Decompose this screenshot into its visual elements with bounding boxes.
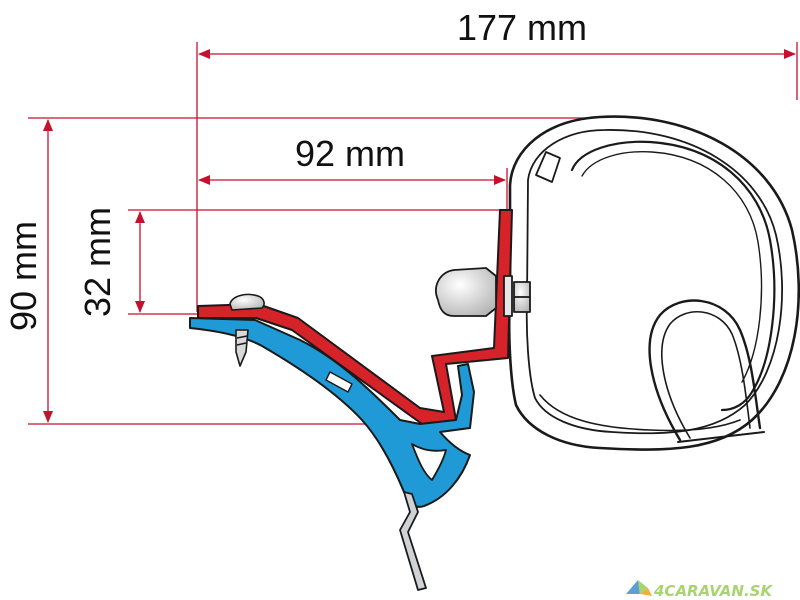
bolt-cap-nut: [435, 267, 497, 317]
watermark-text: 4CARAVAN.SK: [653, 582, 773, 600]
awning-front-cover-inner: [581, 151, 763, 383]
awning-lower-lip: [539, 394, 741, 432]
awning-cassette: [507, 115, 800, 451]
awning-roller-bar: [677, 431, 765, 443]
blue-adapter-body: [189, 317, 475, 508]
adapter-flange: [399, 491, 427, 591]
blue-adapter-notch: [325, 371, 353, 393]
dim-height-total-label: 90 mm: [3, 221, 44, 331]
blue-adapter-slot: [411, 443, 447, 481]
awning-rear-clip: [535, 151, 561, 183]
awning-front-cover: [570, 140, 776, 412]
dim-width-total-label: 177 mm: [457, 7, 587, 48]
blue-adapter: [189, 317, 475, 591]
watermark-logo-icon: [626, 580, 652, 596]
awning-outer-shell: [507, 115, 800, 451]
awning-roller-loop-inner: [661, 311, 751, 439]
dim-width-bracket-label: 92 mm: [295, 133, 405, 174]
red-bracket-profile: [197, 209, 513, 425]
awning-inner-shell: [525, 129, 783, 435]
dimension-lines: [28, 42, 798, 425]
bolt: [435, 267, 531, 317]
dim-height-bracket-label: 32 mm: [77, 207, 118, 317]
screw-shank: [235, 329, 249, 367]
screw: [229, 293, 265, 367]
screw-head: [229, 293, 265, 311]
watermark: 4CARAVAN.SK: [626, 580, 773, 600]
awning-roller-loop: [648, 299, 762, 442]
bolt-washer: [503, 275, 513, 317]
red-mounting-bracket: [197, 209, 513, 425]
